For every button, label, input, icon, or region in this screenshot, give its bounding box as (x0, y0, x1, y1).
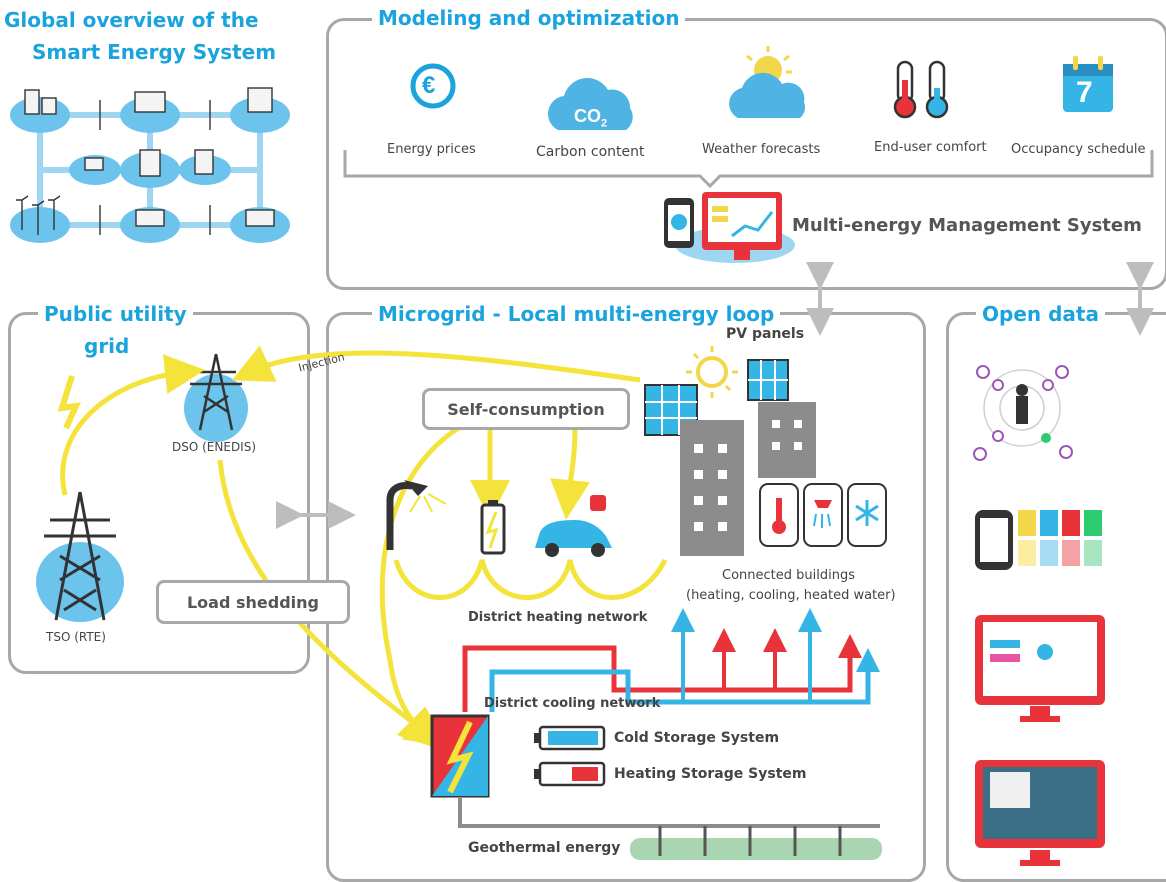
thermometer-icon (893, 60, 949, 119)
tso-label: TSO (RTE) (46, 630, 106, 644)
modeling-bracket (343, 150, 1154, 189)
calendar-day: 7 (1076, 76, 1093, 109)
modeling-title: Modeling and optimization (372, 6, 686, 30)
building-services-icons (759, 483, 887, 547)
mobile-dashboard-icon (975, 510, 1102, 570)
sun-cloud-icon (729, 46, 806, 118)
battery-icon (480, 500, 506, 555)
district-cooling-label: District cooling network (484, 696, 661, 711)
buildings-icon (680, 402, 816, 556)
self-consumption-label: Self-consumption (422, 388, 630, 430)
geothermal-icon (458, 798, 882, 860)
weather-forecasts-label: Weather forecasts (702, 142, 821, 157)
public-utility-title-line1: Public utility (38, 302, 193, 326)
dso-label: DSO (ENEDIS) (172, 440, 257, 454)
dso-tower-icon (184, 353, 248, 442)
cold-storage-label: Cold Storage System (614, 730, 780, 746)
connected-buildings-line2: (heating, cooling, heated water) (686, 588, 896, 603)
co2-text: CO2 (574, 106, 608, 130)
pv-sun-icon (686, 346, 738, 398)
euro-symbol: € (422, 72, 436, 99)
desktop-dashboard-icon (975, 615, 1105, 722)
end-user-comfort-label: End-user comfort (874, 140, 987, 155)
energy-hub-icon (430, 714, 490, 798)
co2-cloud-icon (548, 78, 633, 130)
microgrid-title: Microgrid - Local multi-energy loop (372, 302, 781, 326)
global-overview-title-line2: Smart Energy System (32, 40, 277, 64)
pv-panels-label: PV panels (726, 326, 805, 342)
tso-tower-icon (36, 491, 124, 622)
heating-storage-icon (534, 761, 606, 787)
district-heating-label: District heating network (468, 610, 648, 625)
load-shedding-label: Load shedding (156, 580, 350, 624)
people-network-icon (973, 365, 1073, 461)
desktop-app-icon (975, 760, 1105, 866)
energy-prices-label: Energy prices (387, 142, 476, 157)
smart-city-illustration (10, 87, 290, 243)
cold-storage-icon (534, 725, 606, 751)
geothermal-label: Geothermal energy (468, 840, 621, 856)
calendar-icon (1063, 56, 1113, 112)
heating-storage-label: Heating Storage System (614, 766, 807, 782)
global-overview-title-line1: Global overview of the (4, 8, 259, 32)
public-utility-title-line2: grid (84, 334, 130, 358)
lightning-icon (57, 375, 81, 430)
mems-devices-icon (664, 192, 795, 263)
occupancy-schedule-label: Occupancy schedule (1011, 142, 1146, 157)
euro-coin-icon (410, 63, 456, 109)
carbon-content-label: Carbon content (536, 144, 645, 160)
mems-label: Multi-energy Management System (792, 215, 1142, 236)
open-data-title: Open data (976, 302, 1105, 326)
connected-buildings-line1: Connected buildings (722, 568, 855, 583)
street-lamp-icon (386, 480, 447, 550)
electric-car-icon (535, 495, 612, 557)
